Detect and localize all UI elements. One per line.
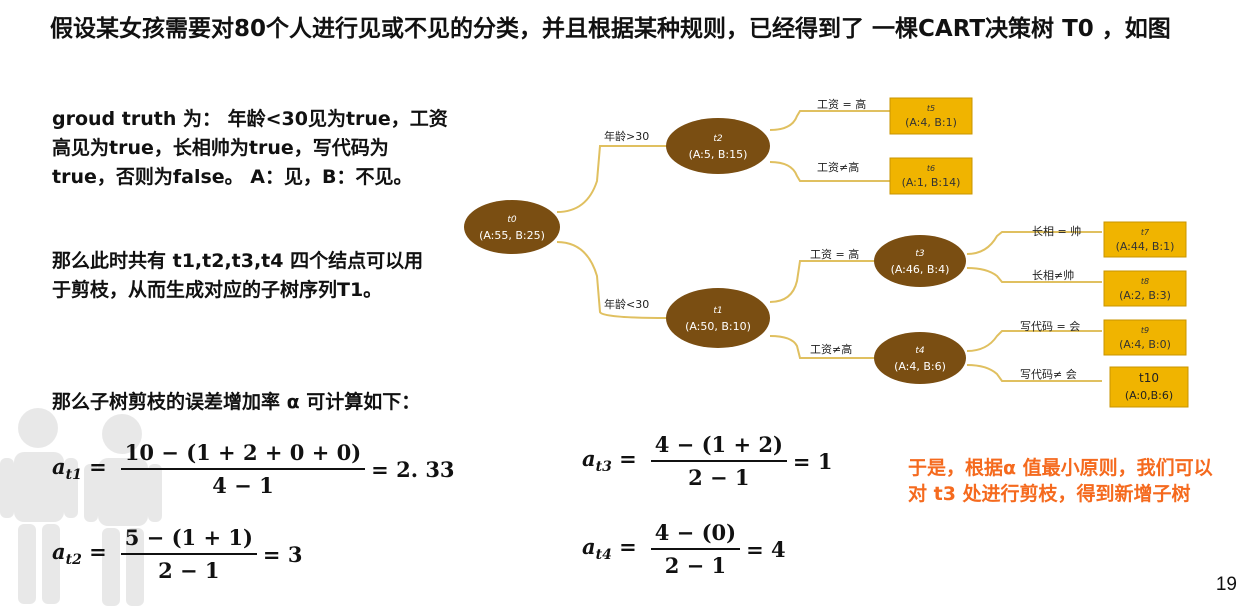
leaf-t9-name: t9 xyxy=(1141,326,1149,335)
formula-t3: at3 = 4 − (1 + 2) 2 − 1 = 1 xyxy=(582,432,832,490)
robot-watermark-image xyxy=(0,408,162,606)
edge-label-salary-nothigh-2: 工资≠高 xyxy=(810,342,852,356)
leaf-t7-counts: (A:44, B:1) xyxy=(1116,240,1175,253)
node-t2-counts: (A:5, B:15) xyxy=(689,148,748,161)
formula-t4-numerator: 4 − (0) xyxy=(650,520,741,550)
formula-t1-numerator: 10 − (1 + 2 + 0 + 0) xyxy=(120,440,366,470)
edge-label-looks-not: 长相≠帅 xyxy=(1032,269,1074,282)
node-t2-name: t2 xyxy=(713,134,723,144)
node-t3-name: t3 xyxy=(915,249,925,259)
formula-t2-numerator: 5 − (1 + 1) xyxy=(120,525,257,555)
formula-t2: at2 = 5 − (1 + 1) 2 − 1 = 3 xyxy=(52,525,302,583)
leaf-t8: t8 (A:2, B:3) xyxy=(1103,270,1187,307)
leaf-t5: t5 (A:4, B:1) xyxy=(889,97,973,135)
edge-label-salary-nothigh-1: 工资≠高 xyxy=(817,160,859,174)
formula-t1: at1 = 10 − (1 + 2 + 0 + 0) 4 − 1 = 2. 33 xyxy=(52,440,455,498)
formula-t3-result: = 1 xyxy=(792,448,833,474)
node-t0-counts: (A:55, B:25) xyxy=(479,229,545,242)
node-t4-counts: (A:4, B:6) xyxy=(894,360,946,373)
tree-edge-labels: 年龄>30 年龄<30 工资 = 高 工资≠高 工资 = 高 工资≠高 长相 =… xyxy=(604,97,1081,381)
edge-label-age-lt30: 年龄<30 xyxy=(604,297,649,311)
edge-label-code-yes: 写代码 = 会 xyxy=(1020,320,1080,333)
node-t1-name: t1 xyxy=(713,306,722,316)
leaf-t10-counts: (A:0,B:6) xyxy=(1125,389,1173,402)
formula-t1-result: = 2. 33 xyxy=(371,456,455,482)
leaf-t5-counts: (A:4, B:1) xyxy=(905,116,957,129)
alpha-intro-paragraph: 那么子树剪枝的误差增加率 α 可计算如下： xyxy=(52,391,421,413)
node-t4: t4 (A:4, B:6) xyxy=(874,332,966,384)
formula-t4: at4 = 4 − (0) 2 − 1 = 4 xyxy=(582,520,786,578)
slide-title: 假设某女孩需要对80个人进行见或不见的分类，并且根据某种规则，已经得到了 一棵C… xyxy=(50,16,1171,42)
formula-t3-denominator: 2 − 1 xyxy=(688,465,750,490)
node-t1: t1 (A:50, B:10) xyxy=(666,288,770,348)
leaf-t6: t6 (A:1, B:14) xyxy=(889,157,973,195)
formula-t4-lhs: at4 = xyxy=(582,534,637,564)
ground-truth-paragraph: groud truth 为： 年龄<30见为true，工资高见为true，长相帅… xyxy=(52,108,448,188)
leaf-t7-name: t7 xyxy=(1141,228,1150,237)
formula-t2-denominator: 2 − 1 xyxy=(158,558,220,583)
leaf-t6-name: t6 xyxy=(927,164,935,173)
page-number: 19 xyxy=(1215,574,1237,595)
leaf-t5-name: t5 xyxy=(927,104,935,113)
formula-t1-lhs: at1 = xyxy=(52,454,107,484)
leaf-t9-counts: (A:4, B:0) xyxy=(1119,338,1171,351)
formula-t1-denominator: 4 − 1 xyxy=(212,473,274,498)
formula-t3-numerator: 4 − (1 + 2) xyxy=(650,432,787,462)
leaf-t8-name: t8 xyxy=(1141,277,1149,286)
node-t0-name: t0 xyxy=(507,215,517,225)
formula-t3-lhs: at3 = xyxy=(582,446,637,476)
node-t3: t3 (A:46, B:4) xyxy=(874,235,966,287)
cart-decision-tree: 年龄>30 年龄<30 工资 = 高 工资≠高 工资 = 高 工资≠高 长相 =… xyxy=(462,86,1202,411)
pruning-nodes-paragraph: 那么此时共有 t1,t2,t3,t4 四个结点可以用于剪枝，从而生成对应的子树序… xyxy=(52,250,424,301)
node-t0: t0 (A:55, B:25) xyxy=(464,200,560,254)
leaf-t7: t7 (A:44, B:1) xyxy=(1103,221,1187,258)
formula-t4-denominator: 2 − 1 xyxy=(664,553,727,578)
node-t3-counts: (A:46, B:4) xyxy=(891,263,950,276)
leaf-t10-name: t10 xyxy=(1139,371,1159,385)
edge-label-salary-high-2: 工资 = 高 xyxy=(810,247,859,261)
edge-label-salary-high-1: 工资 = 高 xyxy=(817,97,866,111)
formula-t4-result: = 4 xyxy=(746,536,786,562)
node-t2: t2 (A:5, B:15) xyxy=(666,118,770,174)
leaf-t6-counts: (A:1, B:14) xyxy=(902,176,961,189)
tree-edges xyxy=(556,110,1102,383)
edge-label-looks-handsome: 长相 = 帅 xyxy=(1032,225,1081,238)
leaf-t8-counts: (A:2, B:3) xyxy=(1119,289,1171,302)
node-t4-name: t4 xyxy=(915,346,925,356)
edge-label-code-no: 写代码≠ 会 xyxy=(1020,368,1077,381)
formula-t2-result: = 3 xyxy=(262,541,303,567)
conclusion-text: 于是，根据α 值最小原则，我们可以对 t3 处进行剪枝，得到新增子树 xyxy=(908,457,1213,505)
formula-t2-lhs: at2 = xyxy=(52,539,107,569)
leaf-t10: t10 (A:0,B:6) xyxy=(1109,366,1189,408)
edge-label-age-gt30: 年龄>30 xyxy=(604,129,649,143)
leaf-t9: t9 (A:4, B:0) xyxy=(1103,319,1187,356)
node-t1-counts: (A:50, B:10) xyxy=(685,320,751,333)
